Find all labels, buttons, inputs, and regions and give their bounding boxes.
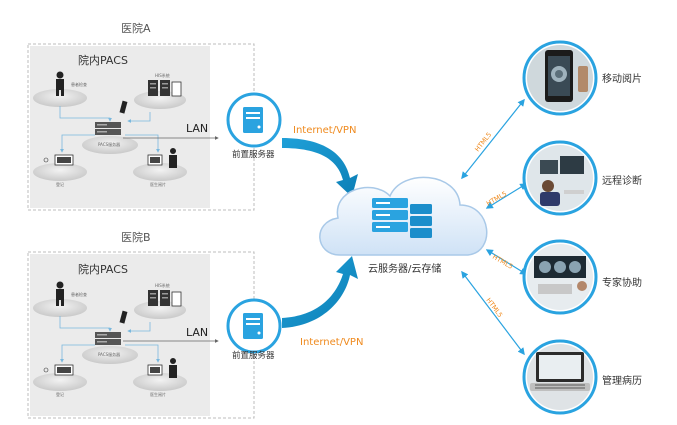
client-expert-assist: 专家协助 [522, 239, 642, 315]
patient-icon [56, 71, 64, 96]
cloud-label: 云服务器/云存储 [368, 262, 441, 275]
uplink-arrow [282, 256, 358, 328]
pacs-server-label: PACS服务器 [98, 141, 120, 147]
pacs-title: 院内PACS [78, 262, 128, 276]
platform [133, 373, 187, 391]
front-server-node [226, 92, 282, 148]
platform [82, 346, 138, 364]
front-server-label: 前置服务器 [232, 350, 275, 361]
protocol-label: HTML5 [491, 253, 514, 271]
cloud-node: 云服务器/云存储 [319, 176, 488, 275]
front-server-node [226, 298, 282, 354]
hospital-title: 医院A [121, 21, 151, 35]
hospital-a-group: 医院A 院内PACS 患者检查 HIS系统 [27, 21, 358, 211]
hospital-boundary [27, 251, 255, 419]
reading-label: 医生阅片 [150, 391, 166, 397]
platform [33, 163, 87, 181]
patient-label: 患者检查 [71, 291, 87, 297]
link-records [461, 270, 525, 356]
doctor-reading-icon [147, 358, 177, 378]
registration-label: 登记 [56, 391, 64, 397]
his-label: HIS系统 [155, 72, 170, 78]
platform [133, 163, 187, 181]
pacs-server-label: PACS服务器 [98, 351, 120, 357]
mobile-reading-icon [527, 45, 593, 111]
link-remote [485, 183, 528, 209]
pacs-title: 院内PACS [78, 53, 128, 67]
his-server-icon [148, 290, 182, 307]
uplink-arrow [282, 138, 358, 197]
lan-label: LAN [186, 326, 208, 339]
lan-label: LAN [186, 122, 208, 135]
client-mobile-reading: 移动阅片 [522, 40, 642, 116]
reading-label: 医生阅片 [150, 181, 166, 187]
front-server-icon [243, 313, 263, 339]
his-server-icon [148, 80, 182, 97]
platform [33, 373, 87, 391]
patient-icon [56, 281, 64, 306]
internal-links [59, 316, 219, 363]
client-label: 远程诊断 [602, 174, 642, 187]
platform [33, 89, 87, 107]
platform [82, 136, 138, 154]
internet-vpn-label: Internet/VPN [293, 125, 356, 136]
registration-icon [43, 154, 74, 166]
link-expert [485, 249, 528, 275]
hospital-b-group: 医院B 院内PACS 患者检查 HIS系统 [27, 230, 363, 419]
link-mobile [461, 98, 525, 180]
platform [33, 299, 87, 317]
client-remote-diagnosis: 远程诊断 [522, 140, 642, 216]
front-server-icon [243, 107, 263, 133]
registration-icon [43, 364, 74, 376]
pacs-server-icon [95, 100, 128, 135]
cloud-server-stack-icon [372, 198, 432, 238]
doctor-reading-icon [147, 148, 177, 168]
hospital-boundary [27, 43, 255, 211]
front-server-label: 前置服务器 [232, 149, 275, 160]
client-label: 管理病历 [602, 374, 642, 387]
registration-label: 登记 [56, 181, 64, 187]
his-label: HIS系统 [155, 282, 170, 288]
remote-diagnosis-icon [527, 145, 593, 211]
expert-assist-icon [527, 244, 593, 310]
client-label: 移动阅片 [602, 72, 642, 85]
client-records-management: 管理病历 [522, 339, 642, 415]
internet-vpn-label: Internet/VPN [300, 337, 363, 348]
hospital-title: 医院B [121, 230, 151, 244]
protocol-label: HTML5 [485, 190, 508, 208]
client-label: 专家协助 [602, 276, 642, 289]
pacs-server-icon [95, 310, 128, 345]
patient-label: 患者检查 [71, 81, 87, 87]
internal-links [59, 106, 219, 153]
records-management-icon [527, 344, 593, 410]
